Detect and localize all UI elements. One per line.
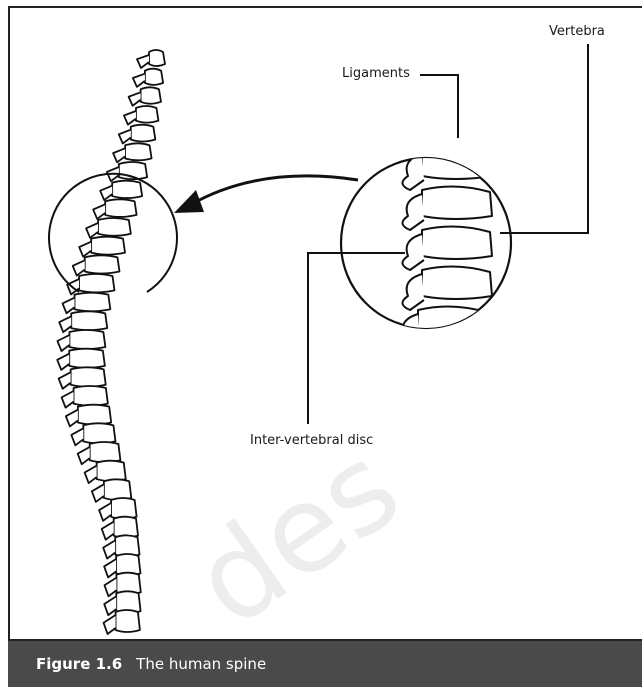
figure-title: The human spine <box>136 655 266 673</box>
ligaments-leader <box>420 75 458 138</box>
ligaments-label: Ligaments <box>342 66 410 81</box>
vertebra-process <box>79 242 91 257</box>
vertebra-process <box>113 148 125 162</box>
vertebra-shape <box>125 143 151 160</box>
vertebra-process <box>99 503 111 521</box>
vertebra-process <box>78 447 90 464</box>
vertebra-shape <box>105 199 136 217</box>
vertebra-process <box>59 316 71 332</box>
vertebra-process <box>100 186 112 200</box>
zoomed-vertebra <box>422 266 492 299</box>
vertebra-shape <box>131 125 156 142</box>
vertebra-process <box>71 428 83 445</box>
vertebra-process <box>57 335 69 351</box>
zoom-arrow <box>190 176 358 205</box>
vertebra-shape <box>98 218 131 236</box>
vertebra-process <box>59 372 71 388</box>
spine-diagram <box>0 0 642 640</box>
vertebra-shape <box>91 237 125 255</box>
vertebra-shape <box>71 311 107 330</box>
vertebra-process <box>119 130 131 144</box>
vertebra-process <box>104 578 116 597</box>
caption-bar: Figure 1.6 The human spine <box>8 639 642 687</box>
figure-number: Figure 1.6 <box>36 655 122 673</box>
spine-column <box>57 50 165 634</box>
zoomed-vertebra <box>422 226 492 259</box>
vertebra-process <box>86 223 98 238</box>
vertebra-process <box>137 55 149 68</box>
vertebra-shape <box>75 293 111 312</box>
vertebra-shape <box>79 274 114 292</box>
vertebra-shape <box>78 405 111 425</box>
vertebra-shape <box>136 106 158 123</box>
vertebra-process <box>73 260 85 275</box>
vertebra-shape <box>90 442 121 462</box>
vertebra-shape <box>104 479 131 500</box>
vertebra-shape <box>71 367 106 386</box>
disc-label: Inter-vertebral disc <box>250 433 373 448</box>
magnified-vertebrae <box>398 146 492 350</box>
vertebra-label: Vertebra <box>549 24 605 39</box>
figure-caption: Figure 1.6 The human spine <box>36 655 266 673</box>
vertebra-process <box>62 391 74 408</box>
zoomed-vertebra <box>422 186 492 219</box>
vertebra-process <box>129 92 141 105</box>
vertebra-leader <box>500 44 588 233</box>
vertebra-process <box>104 559 116 577</box>
vertebra-process <box>124 111 136 125</box>
vertebra-process <box>93 204 105 219</box>
vertebra-process <box>63 298 75 314</box>
zoom-arrow-head <box>174 190 204 213</box>
vertebra-process <box>66 410 78 427</box>
vertebra-shape <box>69 330 105 349</box>
vertebra-process <box>102 522 114 540</box>
vertebra-process <box>103 540 115 558</box>
vertebra-process <box>57 354 69 370</box>
vertebra-shape <box>85 255 120 273</box>
vertebra-process <box>133 74 145 87</box>
vertebra-shape <box>112 181 142 198</box>
vertebra-process <box>85 466 97 483</box>
vertebra-shape <box>97 461 126 481</box>
vertebra-process <box>104 596 116 615</box>
vertebra-shape <box>116 610 140 632</box>
vertebra-shape <box>69 349 105 368</box>
vertebra-shape <box>149 50 165 66</box>
vertebra-shape <box>141 87 161 103</box>
vertebra-process <box>104 615 116 634</box>
vertebra-shape <box>83 423 115 443</box>
vertebra-shape <box>111 498 137 519</box>
vertebra-shape <box>145 69 163 85</box>
vertebra-process <box>92 484 104 502</box>
vertebra-shape <box>74 386 108 406</box>
